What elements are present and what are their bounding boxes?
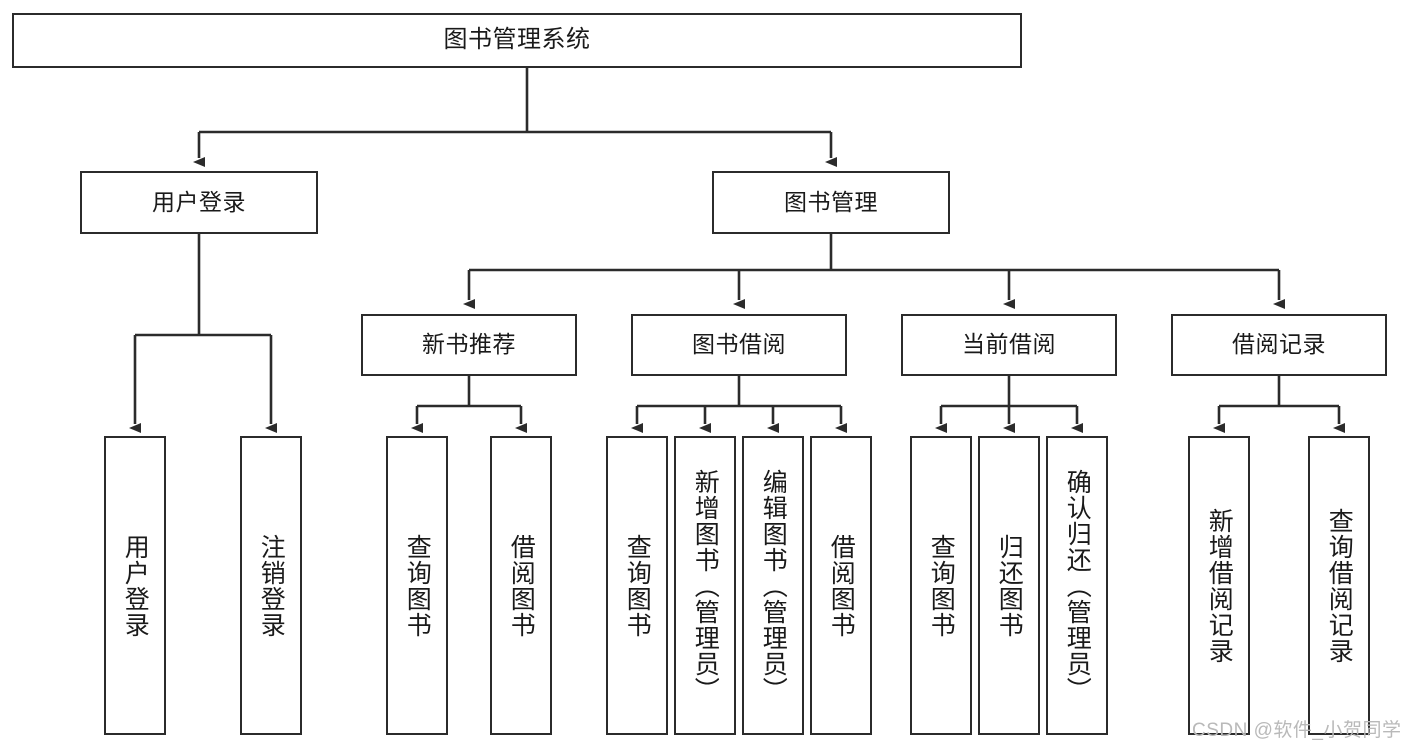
- node-label: 当前借阅: [962, 331, 1056, 358]
- node-book-borrow[interactable]: 图书借阅: [631, 314, 847, 376]
- leaf-add-borrow-record[interactable]: 新增借阅记录: [1188, 436, 1250, 735]
- leaf-user-logout[interactable]: 注销登录: [240, 436, 302, 735]
- node-book-management[interactable]: 图书管理: [712, 171, 950, 234]
- leaf-user-login[interactable]: 用户登录: [104, 436, 166, 735]
- node-label: 查询图书: [623, 533, 652, 638]
- leaf-return-book[interactable]: 归还图书: [978, 436, 1040, 735]
- node-label: 归还图书: [995, 533, 1024, 638]
- node-label: 查询图书: [403, 533, 432, 638]
- node-label: 用户登录: [121, 533, 150, 638]
- node-label: 新增图书（管理员）: [691, 468, 720, 703]
- node-user-login[interactable]: 用户登录: [80, 171, 318, 234]
- watermark-credit: CSDN @软件_小贺同学: [1192, 720, 1402, 741]
- node-label: 新增借阅记录: [1205, 507, 1234, 664]
- leaf-borrow-book-borrow[interactable]: 借阅图书: [810, 436, 872, 735]
- node-label: 查询图书: [927, 533, 956, 638]
- leaf-confirm-return-admin[interactable]: 确认归还（管理员）: [1046, 436, 1108, 735]
- node-borrow-record[interactable]: 借阅记录: [1171, 314, 1387, 376]
- node-label: 借阅图书: [507, 533, 536, 638]
- node-label: 借阅记录: [1232, 331, 1326, 358]
- node-label: 图书管理系统: [443, 26, 591, 54]
- node-label: 确认归还（管理员）: [1063, 468, 1092, 703]
- leaf-borrow-book-recommend[interactable]: 借阅图书: [490, 436, 552, 735]
- node-label: 用户登录: [152, 188, 246, 215]
- node-label: 注销登录: [257, 533, 286, 638]
- leaf-query-book-recommend[interactable]: 查询图书: [386, 436, 448, 735]
- node-label: 图书借阅: [692, 331, 786, 358]
- node-label: 编辑图书（管理员）: [759, 468, 788, 703]
- node-label: 新书推荐: [422, 331, 516, 358]
- leaf-query-book-borrow[interactable]: 查询图书: [606, 436, 668, 735]
- node-label: 图书管理: [784, 188, 878, 215]
- node-root-system[interactable]: 图书管理系统: [12, 13, 1022, 68]
- leaf-query-borrow-record[interactable]: 查询借阅记录: [1308, 436, 1370, 735]
- node-new-book-recommend[interactable]: 新书推荐: [361, 314, 577, 376]
- node-label: 查询借阅记录: [1325, 507, 1354, 664]
- node-label: 借阅图书: [827, 533, 856, 638]
- leaf-add-book-admin[interactable]: 新增图书（管理员）: [674, 436, 736, 735]
- node-current-borrow[interactable]: 当前借阅: [901, 314, 1117, 376]
- leaf-edit-book-admin[interactable]: 编辑图书（管理员）: [742, 436, 804, 735]
- leaf-query-book-current[interactable]: 查询图书: [910, 436, 972, 735]
